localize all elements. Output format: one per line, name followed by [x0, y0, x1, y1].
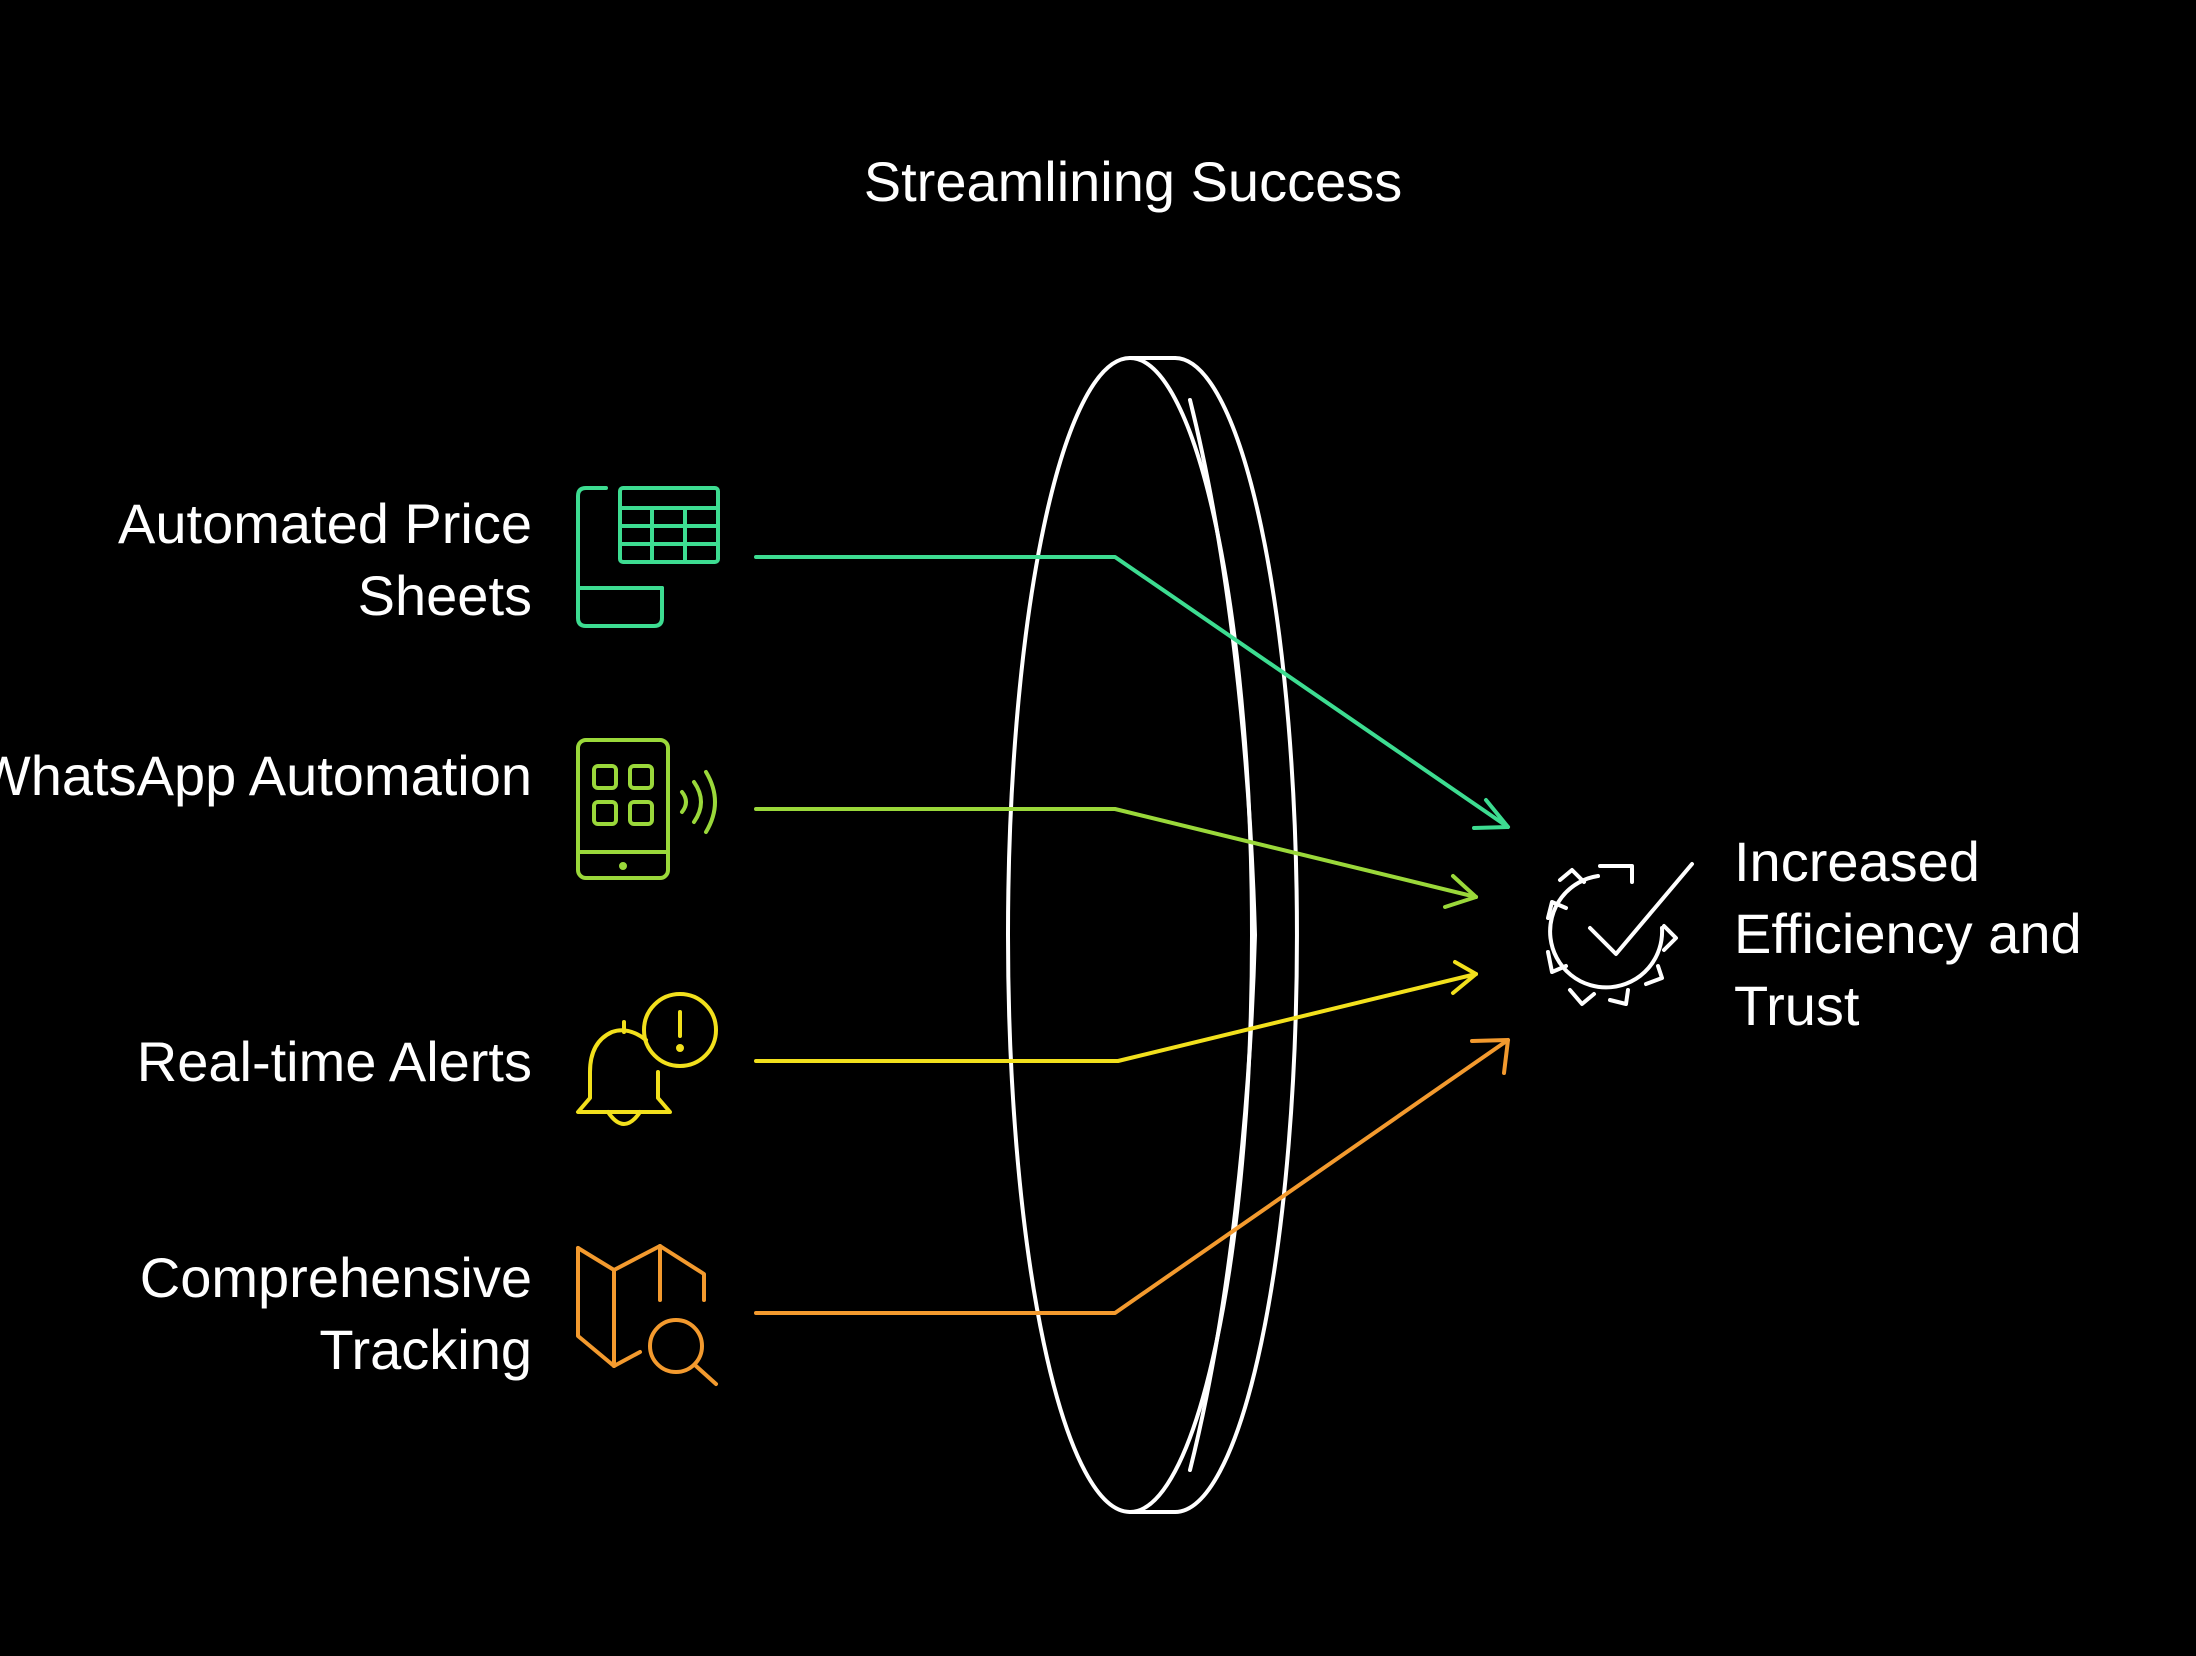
spreadsheet-phone-icon: [576, 486, 720, 628]
connector-arrow-whatsapp: [754, 807, 1478, 909]
diagram-title: Streamlining Success: [863, 150, 1403, 213]
input-label-alerts: Real-time Alerts: [136, 1030, 532, 1093]
input-label-tracking: Comprehensive Tracking: [139, 1246, 532, 1381]
output-label: Increased Efficiency and Trust: [1734, 830, 2082, 1037]
gear-check-icon: [1546, 862, 1694, 1006]
connector-arrow-tracking: [754, 1038, 1510, 1315]
connector-arrow-alerts: [754, 960, 1478, 1063]
phone-apps-signal-icon: [576, 738, 717, 880]
map-search-icon: [576, 1244, 718, 1386]
connector-arrow-price-sheets: [754, 555, 1510, 830]
lens-disc: [1006, 356, 1299, 1514]
input-label-whatsapp: WhatsApp Automation: [0, 744, 532, 807]
input-label-price-sheets: Automated Price Sheets: [118, 492, 532, 627]
bell-alert-icon: [576, 992, 718, 1126]
